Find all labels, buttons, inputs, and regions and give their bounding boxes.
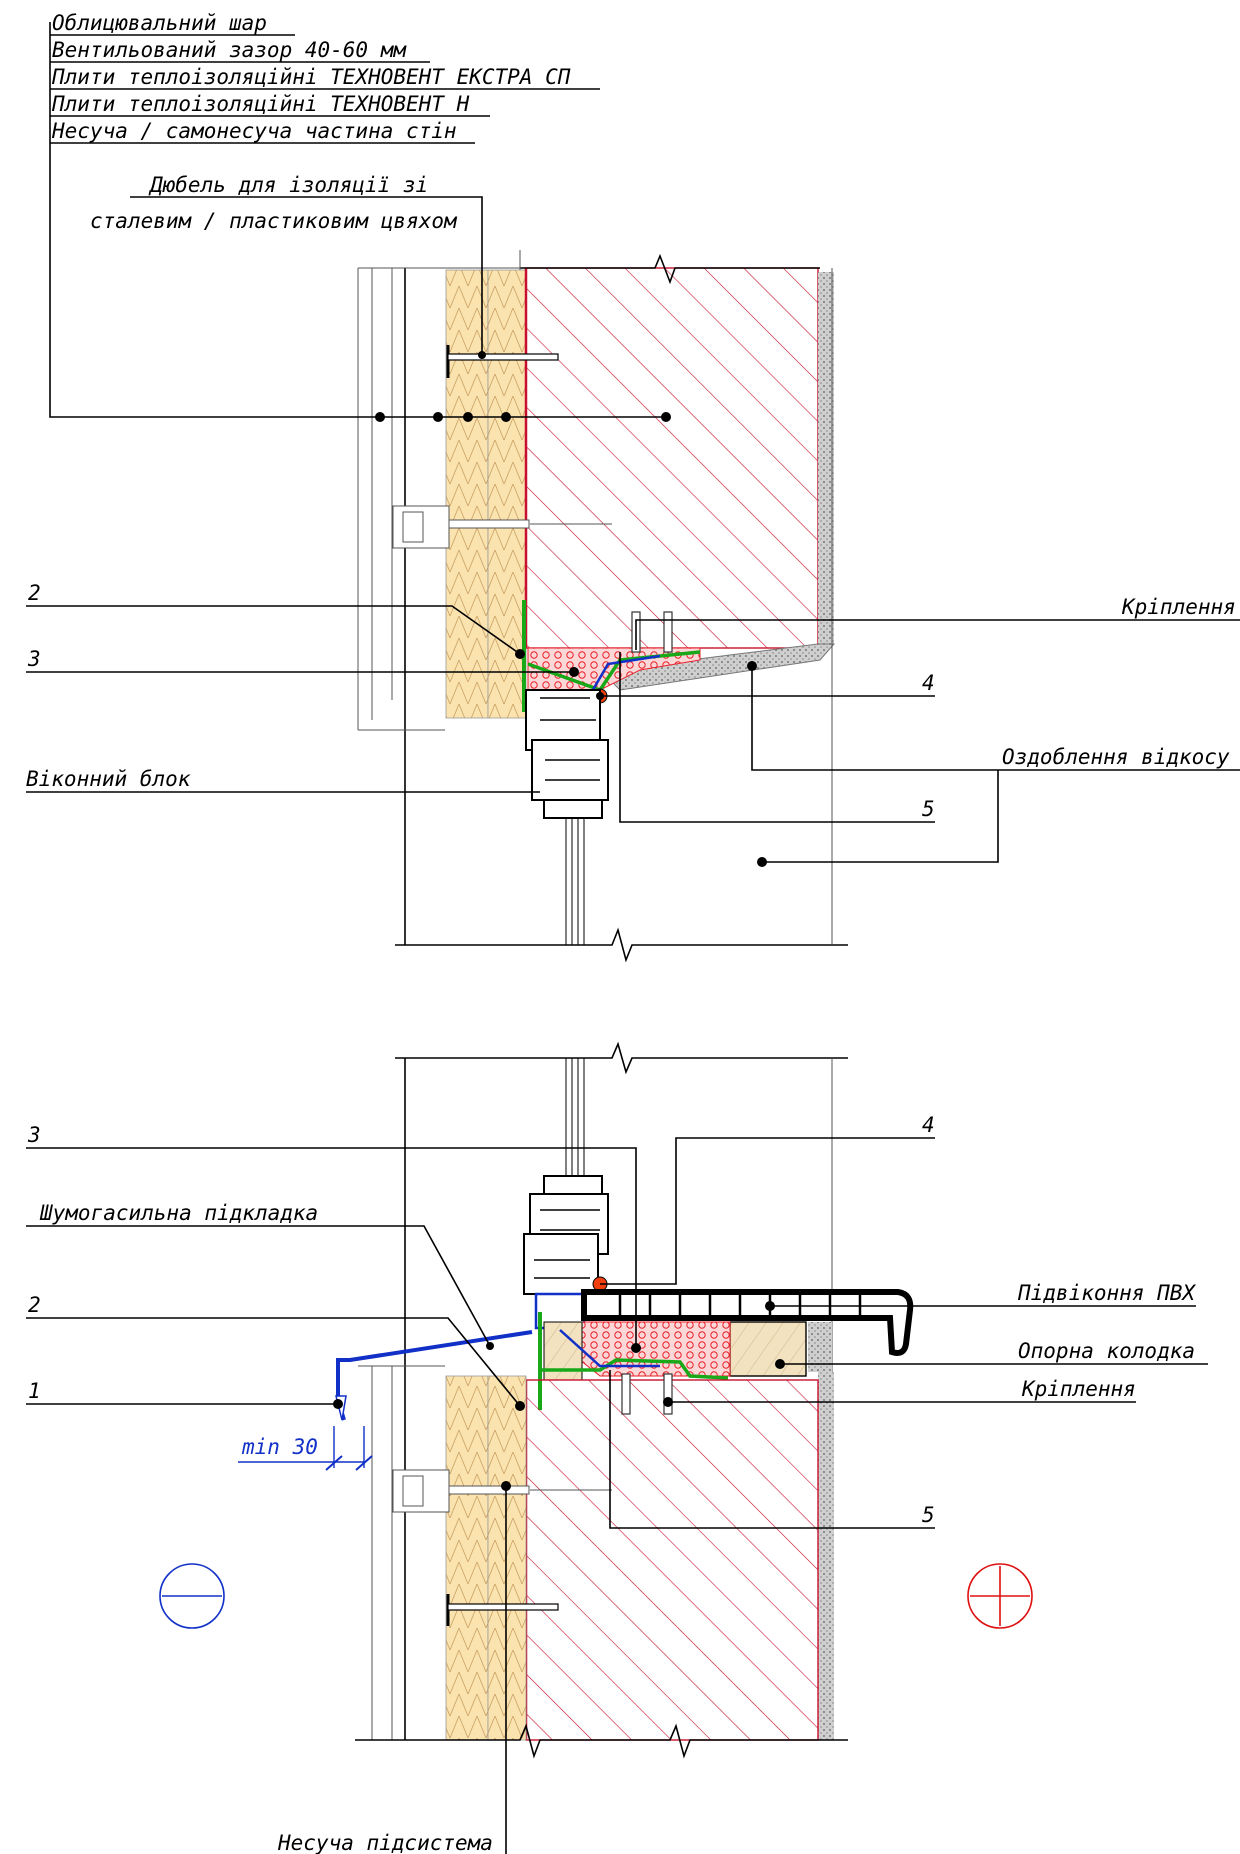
plaster-bottom: [818, 1372, 834, 1740]
callout-2-top: 2: [28, 581, 41, 605]
top-section: [357, 250, 848, 963]
glazing-bottom: [565, 1058, 585, 1180]
top-leaders: [26, 22, 1240, 867]
min-dimension-label: min 30: [241, 1435, 318, 1459]
plus-symbol-icon: [967, 1563, 1033, 1629]
label-support-block: Опорна колодка: [1018, 1339, 1195, 1363]
glazing-top: [565, 818, 585, 945]
pvc-sill: [581, 1289, 914, 1356]
callout-4-bottom: 4: [922, 1113, 935, 1137]
label-dowel-line2: сталевим / пластиковим цвяхом: [90, 209, 458, 233]
window-frame-bottom: [523, 1175, 609, 1295]
label-cladding-layer: Облицювальний шар: [52, 11, 267, 35]
masonry-wall-bottom: [525, 1379, 819, 1741]
label-fixing-bottom: Кріплення: [1021, 1377, 1136, 1401]
insulation-dowel-bottom: [446, 1594, 559, 1626]
insulation-outer: [445, 269, 489, 719]
label-reveal-finish: Оздоблення відкосу: [1002, 745, 1230, 769]
callout-4-top: 4: [922, 671, 935, 695]
label-window-unit: Віконний блок: [26, 767, 191, 791]
callout-1-bottom: 1: [28, 1379, 41, 1403]
bracket-top: [392, 505, 612, 549]
support-block: [729, 1321, 807, 1377]
bottom-section: [335, 1041, 914, 1759]
window-frame-top: [525, 689, 609, 819]
plaster-top: [818, 272, 834, 644]
bottom-leaders: [26, 1137, 1208, 1854]
callout-5-bottom: 5: [922, 1503, 935, 1527]
label-noise-pad: Шумогасильна підкладка: [39, 1201, 318, 1225]
callout-5-top: 5: [922, 797, 935, 821]
label-insulation-n: Плити теплоізоляційні ТЕХНОВЕНТ Н: [51, 92, 470, 116]
label-dowel-line1: Дюбель для ізоляції зі: [148, 173, 428, 197]
masonry-wall-top: [525, 267, 819, 649]
label-insulation-extra: Плити теплоізоляційні ТЕХНОВЕНТ ЕКСТРА С…: [51, 65, 571, 89]
callout-2-bottom: 2: [28, 1293, 41, 1317]
label-load-bearing-wall: Несуча / самонесуча частина стін: [51, 119, 457, 143]
callout-3-top: 3: [27, 647, 41, 671]
insulation-outer-bottom: [445, 1375, 489, 1741]
label-fixing-top: Кріплення: [1121, 595, 1236, 619]
label-pvc-sill: Підвіконня ПВХ: [1017, 1281, 1196, 1305]
minus-symbol-icon: [159, 1563, 225, 1629]
label-subsystem: Несуча підсистема: [277, 1831, 493, 1854]
insulation-dowel-top: [446, 345, 559, 378]
callout-3-bottom: 3: [27, 1123, 41, 1147]
bracket-bottom: [392, 1469, 612, 1513]
label-ventilated-gap: Вентильований зазор 40-60 мм: [52, 38, 407, 62]
insulation-inner-bottom: [487, 1375, 527, 1741]
